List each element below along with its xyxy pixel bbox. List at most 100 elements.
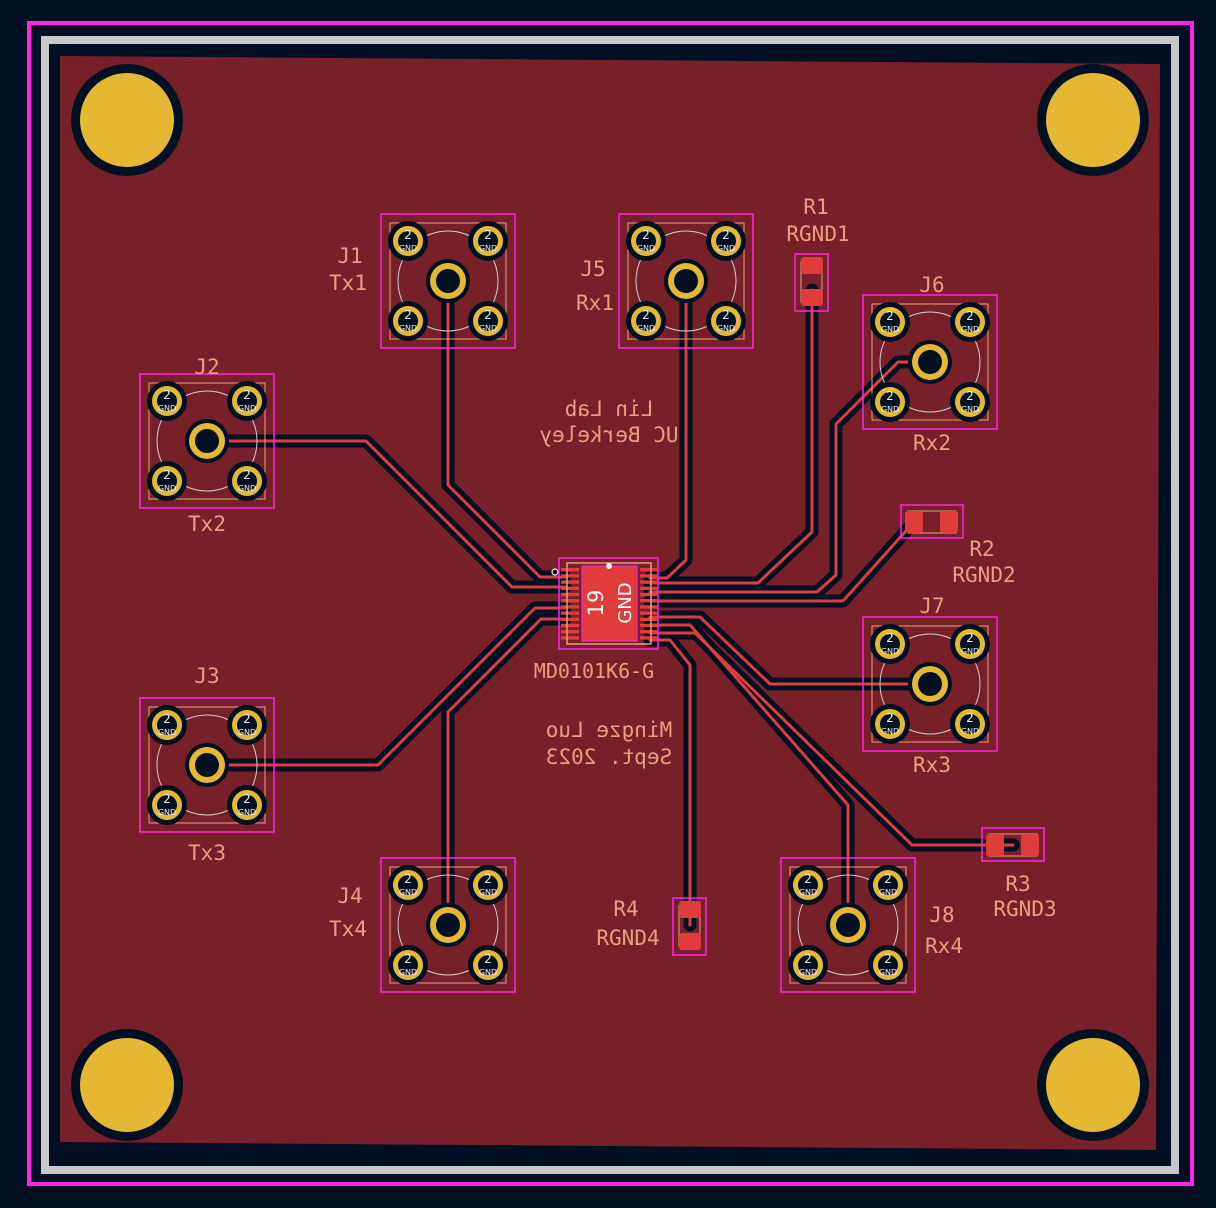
- r1-reference: R1: [803, 195, 828, 219]
- r2-courtyard: [900, 504, 964, 539]
- j7-body-ring: [879, 633, 981, 735]
- j4-gnd-pad-net: GND: [479, 968, 497, 977]
- trace-rx4: [648, 623, 850, 927]
- j3-signal-pad-hole: [195, 753, 219, 777]
- j8-reference: J8: [929, 903, 954, 927]
- j5-body-ring: [635, 230, 737, 332]
- j1-gnd-pad-number: 2: [484, 308, 492, 322]
- j1-outline: [389, 222, 507, 340]
- ic-reference: MD0101K6-G: [534, 659, 654, 683]
- trace-copper: [205, 279, 1015, 927]
- j1-courtyard: [380, 213, 516, 349]
- board-edge: [41, 36, 1179, 1174]
- trace-rx2: [648, 360, 932, 594]
- ic-pin-left: [561, 568, 579, 572]
- j2-courtyard: [139, 373, 275, 509]
- ic-u1: 19 GND MD0101K6-G: [534, 557, 659, 683]
- ic-pin-right: [640, 611, 658, 615]
- j5-gnd-pad-hole: [716, 311, 736, 331]
- ic-pin-left: [561, 580, 579, 584]
- r4-pad-1: [679, 901, 701, 918]
- trace-r1: [648, 288, 814, 585]
- trace-rx3: [648, 615, 932, 686]
- j6-gnd-pad-net: GND: [961, 405, 979, 414]
- r4-pad-2: [679, 933, 701, 950]
- j3-gnd-pad-number: 2: [163, 712, 171, 726]
- trace-r2: [648, 520, 916, 603]
- j6-gnd-pad-hole: [880, 312, 900, 332]
- j3-gnd-pad-net: GND: [238, 728, 256, 737]
- mounting-holes: [71, 64, 1149, 1141]
- j4-gnd-pad-hole: [478, 955, 498, 975]
- j2-gnd-pad-hole: [237, 471, 257, 491]
- ic-pin-right: [640, 630, 658, 634]
- j8-gnd-pad-net: GND: [879, 888, 897, 897]
- j2-gnd-pad-net: GND: [158, 484, 176, 493]
- j3-value: Tx3: [188, 841, 226, 865]
- j2-gnd-pad-number: 2: [243, 468, 251, 482]
- j3-gnd-pad-net: GND: [238, 808, 256, 817]
- r4-value: RGND4: [596, 926, 659, 950]
- j4-body-ring: [397, 874, 499, 976]
- r3-courtyard: [981, 827, 1045, 862]
- j6-gnd-pad-number: 2: [966, 309, 974, 323]
- j3-gnd-pad-hole: [237, 795, 257, 815]
- j6-gnd-pad-number: 2: [886, 389, 894, 403]
- j4-gnd-pad-hole: [398, 955, 418, 975]
- r1-value: RGND1: [786, 222, 849, 246]
- j8-gnd-pad-hole: [798, 875, 818, 895]
- j5-gnd-pad-hole: [636, 311, 656, 331]
- r1-courtyard: [794, 253, 829, 312]
- j4-gnd-pad-hole: [478, 875, 498, 895]
- j4-value: Tx4: [329, 917, 367, 941]
- j2-body-ring: [156, 390, 258, 492]
- j1-gnd-pad-net: GND: [479, 324, 497, 333]
- traces: [200, 274, 1020, 932]
- j5-gnd-pad-hole: [636, 231, 656, 251]
- ic-pin-left: [561, 617, 579, 621]
- r3-reference: R3: [1005, 872, 1030, 896]
- j5-gnd-pad-net: GND: [717, 244, 735, 253]
- trace-tx2: [205, 439, 567, 589]
- j1-gnd-pad-net: GND: [479, 244, 497, 253]
- j3-outline: [148, 706, 266, 824]
- ic-pin-right: [640, 586, 658, 590]
- j6-gnd-pad-number: 2: [886, 309, 894, 323]
- lab-note: Lin Lab UC Berkeley: [539, 397, 678, 447]
- j2-gnd-pad-number: 2: [163, 468, 171, 482]
- j7-outline: [871, 625, 989, 743]
- j8-gnd-pad-hole: [798, 955, 818, 975]
- ic-pin-right: [640, 599, 658, 603]
- j3-body-ring: [156, 714, 258, 816]
- ic-pin-left: [561, 611, 579, 615]
- j4-signal-pad-hole: [436, 913, 460, 937]
- j8-signal-pad-hole: [836, 913, 860, 937]
- j1-gnd-pad-hole: [478, 231, 498, 251]
- ic-pin-right: [640, 605, 658, 609]
- trace-tx1: [446, 279, 567, 579]
- j4-gnd-pad-number: 2: [484, 872, 492, 886]
- j1-gnd-pad-hole: [398, 311, 418, 331]
- r2-pad-1: [905, 511, 923, 533]
- author-note-line1: Mingze Luo: [546, 718, 672, 742]
- j8-gnd-pad-net: GND: [799, 888, 817, 897]
- j4-gnd-pad-net: GND: [399, 968, 417, 977]
- j6-signal-pad-hole: [918, 350, 942, 374]
- j1-gnd-pad-hole: [398, 231, 418, 251]
- j7-gnd-pad-hole: [880, 714, 900, 734]
- ic-pin-right: [640, 617, 658, 621]
- j5-gnd-pad-hole: [716, 231, 736, 251]
- j7-gnd-pad-number: 2: [886, 631, 894, 645]
- j3-reference: J3: [194, 664, 219, 688]
- j8-value: Rx4: [925, 934, 963, 958]
- ic-pin-left: [561, 605, 579, 609]
- j6-gnd-pad-hole: [960, 312, 980, 332]
- j5-gnd-pad-net: GND: [637, 324, 655, 333]
- j8-gnd-pad-hole: [878, 955, 898, 975]
- j2-gnd-pad-number: 2: [163, 388, 171, 402]
- j1-value: Tx1: [329, 271, 367, 295]
- r1-pad-2: [801, 289, 823, 306]
- resistor-r2: R2 RGND2: [900, 504, 1016, 587]
